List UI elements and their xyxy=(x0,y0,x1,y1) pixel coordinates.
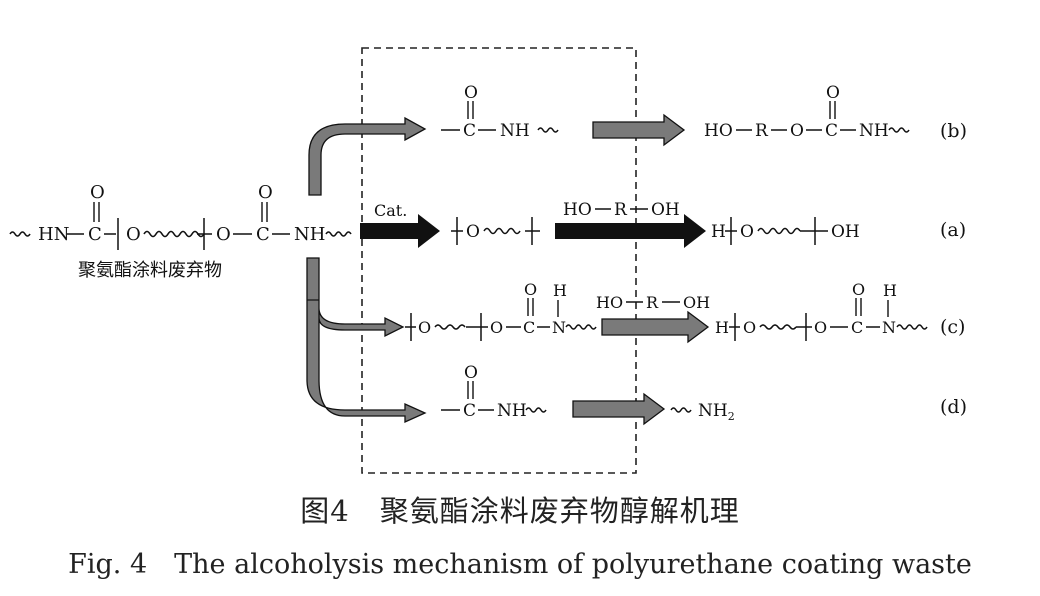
oh-text: OH xyxy=(683,293,710,312)
caption-chinese: 图4 聚氨酯涂料废弃物醇解机理 xyxy=(300,494,740,528)
wavy-bond xyxy=(888,127,910,133)
o-text: O xyxy=(490,318,503,337)
wavy-bond xyxy=(759,324,797,330)
h-text: H xyxy=(883,281,897,300)
route-d-label: (d) xyxy=(940,396,967,418)
gray-arrow-c xyxy=(601,310,710,344)
wavy-bond xyxy=(325,231,352,237)
nh-text: NH xyxy=(497,401,527,421)
oxygen-text: O xyxy=(852,280,865,299)
hn-text: HN xyxy=(38,224,69,245)
black-arrow-cat xyxy=(360,214,440,248)
c-text: C xyxy=(463,401,476,421)
subscript-2: 2 xyxy=(728,410,735,423)
n-text: N xyxy=(552,318,566,337)
dashed-box xyxy=(361,47,637,474)
wavy-bond xyxy=(143,230,205,238)
nh2-text: NH2 xyxy=(698,401,735,423)
wavy-bond xyxy=(670,407,692,413)
c-text: C xyxy=(256,224,270,245)
h-text: H xyxy=(715,318,729,337)
wavy-bond xyxy=(537,127,559,133)
wavy-bond xyxy=(434,324,466,330)
nh-text: NH xyxy=(500,121,530,141)
r-text: R xyxy=(614,200,628,220)
o-text: O xyxy=(466,222,480,242)
curved-arrow-c-d xyxy=(306,257,427,424)
o-text: O xyxy=(740,222,754,242)
oxygen-text: O xyxy=(258,182,273,203)
wavy-bond xyxy=(757,227,801,235)
route-d: C O NH NH2 xyxy=(441,363,735,423)
route-a: O HO R OH H O OH xyxy=(451,200,860,245)
r-text: R xyxy=(646,293,659,312)
gray-arrow-d xyxy=(572,392,666,426)
wavy-bond xyxy=(565,324,597,330)
c-text: C xyxy=(825,121,838,141)
oxygen-text: O xyxy=(464,83,478,103)
o-text: O xyxy=(126,224,141,245)
black-arrow-a xyxy=(555,214,706,248)
ho-text: HO xyxy=(563,200,592,220)
oxygen-text: O xyxy=(90,182,105,203)
ho-text: HO xyxy=(704,121,733,141)
route-b-label: (b) xyxy=(940,120,967,142)
polyurethane-chain: HN C O O O C O NH xyxy=(9,182,352,250)
gray-arrow-b xyxy=(592,113,686,147)
wavy-bond xyxy=(9,231,31,237)
alcoholysis-mechanism-diagram: HN C O O O C O NH 聚氨酯涂料废弃物 Cat. xyxy=(9,47,967,474)
waste-label: 聚氨酯涂料废弃物 xyxy=(78,260,222,281)
o-text: O xyxy=(790,121,804,141)
wavy-bond xyxy=(525,407,547,413)
h-text: H xyxy=(553,281,567,300)
c-text: C xyxy=(851,318,863,337)
o-text: O xyxy=(814,318,827,337)
n-text: N xyxy=(882,318,896,337)
oxygen-text: O xyxy=(826,83,840,103)
wavy-bond xyxy=(896,324,928,330)
catalyst-text: Cat. xyxy=(374,201,407,220)
o-text: O xyxy=(216,224,231,245)
oxygen-text: O xyxy=(464,363,478,383)
o-text: O xyxy=(743,318,756,337)
o-text: O xyxy=(418,318,431,337)
wavy-bond xyxy=(483,227,521,235)
c-text: C xyxy=(88,224,102,245)
route-b: C O NH HO R O C O NH xyxy=(441,83,910,141)
c-text: C xyxy=(463,121,476,141)
oxygen-text: O xyxy=(524,280,537,299)
c-text: C xyxy=(523,318,535,337)
r-text: R xyxy=(755,121,769,141)
curved-arrow-b xyxy=(308,116,427,196)
ho-text: HO xyxy=(596,293,623,312)
oh-text: OH xyxy=(651,200,680,220)
nh-text: NH xyxy=(859,121,889,141)
route-c: O O C O N H HO R OH H O O C O N H xyxy=(405,280,928,341)
caption-english: Fig. 4 The alcoholysis mechanism of poly… xyxy=(68,549,972,580)
oh-text: OH xyxy=(831,222,860,242)
nh-text: NH xyxy=(294,224,325,245)
h-text: H xyxy=(711,222,726,242)
route-c-label: (c) xyxy=(940,316,965,338)
route-a-label: (a) xyxy=(940,219,966,241)
nh-text: NH xyxy=(698,401,728,421)
